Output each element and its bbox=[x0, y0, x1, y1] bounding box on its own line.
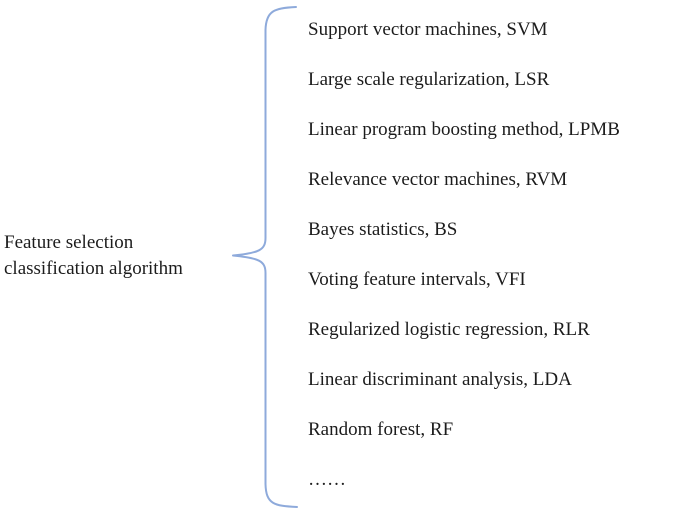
diagram-label-line-2: classification algorithm bbox=[4, 258, 183, 279]
list-item-bs: Bayes statistics, BS bbox=[308, 219, 458, 240]
list-item-rvm: Relevance vector machines, RVM bbox=[308, 169, 568, 190]
list-item-lda: Linear discriminant analysis, LDA bbox=[308, 369, 572, 390]
diagram-label: Feature selection classification algorit… bbox=[4, 230, 244, 282]
list-item-vfi: Voting feature intervals, VFI bbox=[308, 269, 526, 290]
diagram-label-line-1: Feature selection bbox=[4, 232, 134, 253]
algorithm-list: Support vector machines, SVM Large scale… bbox=[308, 5, 685, 505]
list-item-lpmb: Linear program boosting method, LPMB bbox=[308, 119, 620, 140]
list-item-svm: Support vector machines, SVM bbox=[308, 19, 548, 40]
list-item-ellipsis: …… bbox=[308, 469, 346, 490]
list-item-lsr: Large scale regularization, LSR bbox=[308, 69, 550, 90]
list-item-rlr: Regularized logistic regression, RLR bbox=[308, 319, 590, 340]
list-item-rf: Random forest, RF bbox=[308, 419, 454, 440]
